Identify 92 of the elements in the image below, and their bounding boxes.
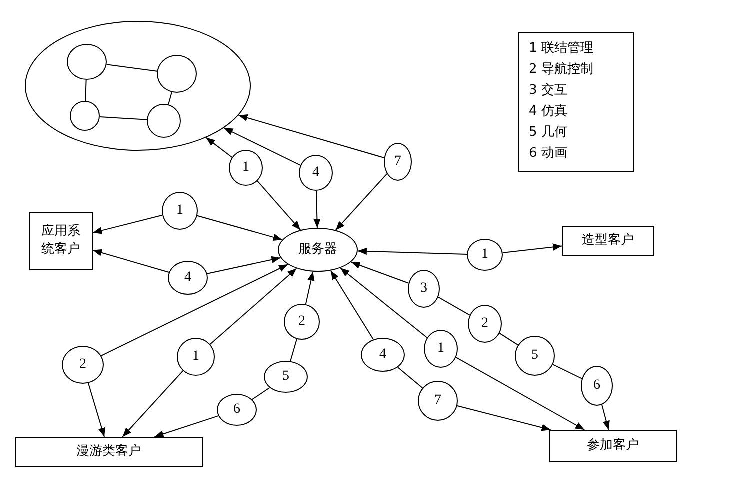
- arrow: [357, 248, 468, 256]
- arrow: [502, 244, 562, 254]
- arrow: [196, 215, 283, 241]
- number-circle: [581, 366, 613, 406]
- number-label: 1: [192, 348, 200, 366]
- node-label: 服务器: [298, 241, 338, 259]
- number-circle: [299, 155, 333, 191]
- key-entry: 1 联结管理: [529, 40, 594, 58]
- key-entry: 3 交互: [529, 82, 568, 100]
- ellipse-group: [25, 21, 251, 151]
- key-entry: 2 导航控制: [529, 61, 594, 79]
- arrow: [92, 249, 170, 273]
- connector-line: [397, 366, 424, 389]
- number-circle: [62, 346, 104, 384]
- number-label: 6: [594, 377, 600, 395]
- number-circle: [162, 192, 198, 230]
- arrow: [456, 405, 552, 432]
- server-ellipse: [278, 228, 358, 272]
- number-label: 4: [184, 269, 192, 287]
- number-circle: [467, 239, 503, 271]
- connector-line: [99, 116, 148, 120]
- client-box: [562, 226, 654, 256]
- arrow: [335, 173, 388, 231]
- key-entry: 5 几何: [529, 124, 568, 142]
- number-label: 6: [234, 401, 240, 419]
- arrow: [238, 114, 385, 158]
- client-box: [29, 212, 93, 270]
- circle-node: [67, 44, 107, 80]
- node-label: 应用系统客户: [40, 223, 82, 259]
- number-label: 2: [482, 315, 488, 333]
- number-circle: [361, 338, 405, 372]
- number-circle: [468, 305, 502, 343]
- circle-node: [147, 104, 181, 138]
- arrow: [154, 416, 219, 438]
- connector-line: [85, 80, 87, 102]
- number-circle: [264, 361, 308, 393]
- arrow: [305, 271, 315, 305]
- arrow: [210, 268, 298, 345]
- arrow: [88, 382, 106, 438]
- connector-line: [168, 92, 172, 106]
- node-label: 造型客户: [582, 232, 634, 250]
- number-label: 7: [434, 392, 442, 410]
- node-label: 参加客户: [587, 437, 639, 455]
- number-label: 4: [312, 164, 320, 182]
- number-label: 5: [282, 368, 290, 386]
- number-circle: [515, 336, 555, 376]
- number-label: 1: [438, 340, 444, 358]
- arrow: [602, 404, 610, 430]
- number-label: 2: [298, 313, 306, 331]
- number-circle: [384, 143, 412, 181]
- connector-line: [552, 364, 583, 380]
- number-label: 1: [242, 159, 250, 177]
- arrow: [456, 357, 586, 430]
- arrow: [206, 137, 233, 158]
- circle-node: [157, 55, 197, 93]
- arrow: [206, 256, 282, 274]
- key-entry: 4 仿真: [529, 103, 568, 121]
- number-label: 1: [482, 246, 488, 264]
- number-circle: [284, 304, 320, 340]
- node-label: 漫游类客户: [76, 443, 142, 461]
- number-label: 2: [80, 356, 86, 374]
- connector-line: [252, 387, 270, 400]
- key-box: [518, 32, 634, 172]
- number-circle: [424, 330, 458, 368]
- number-circle: [217, 394, 257, 426]
- connector-line: [438, 296, 470, 316]
- arrow: [257, 180, 302, 231]
- key-entry: 6 动画: [529, 145, 568, 163]
- number-label: 4: [380, 346, 386, 364]
- number-label: 7: [394, 153, 402, 171]
- number-circle: [168, 261, 208, 295]
- client-box: [549, 430, 677, 462]
- arrow: [330, 270, 374, 340]
- circle-node: [70, 101, 100, 131]
- arrow: [92, 214, 163, 234]
- connector-line: [290, 338, 298, 362]
- arrow: [224, 128, 302, 166]
- arrow: [350, 262, 410, 284]
- connector-line: [499, 332, 519, 346]
- number-circle: [408, 270, 440, 308]
- arrow: [122, 370, 184, 438]
- arrow: [340, 268, 428, 338]
- number-label: 1: [176, 202, 184, 220]
- number-label: 3: [420, 280, 428, 298]
- connector-line: [106, 64, 158, 72]
- arrow: [314, 190, 321, 228]
- client-box: [15, 437, 203, 467]
- number-circle: [229, 150, 263, 186]
- number-label: 5: [532, 347, 538, 365]
- number-circle: [418, 381, 458, 421]
- arrow: [100, 264, 289, 356]
- number-circle: [177, 338, 215, 376]
